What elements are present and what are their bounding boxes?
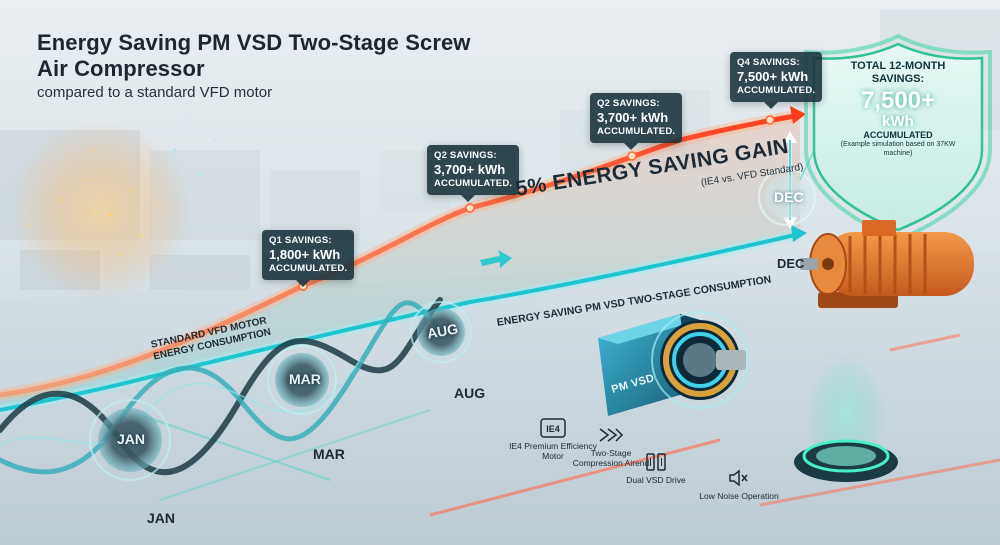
month-ring-jan: [89, 399, 171, 481]
speaker-icon: [729, 469, 748, 487]
glow-pod-illustration: [794, 355, 898, 482]
page-title: Energy Saving PM VSD Two-Stage Screw Air…: [37, 30, 471, 81]
feature-label: IE4 Premium Efficiency Motor: [509, 441, 597, 461]
standard-line-arrow: [790, 106, 806, 124]
page-subtitle: compared to a standard VFD motor: [37, 84, 273, 101]
callout-value: 7,500+ kWh: [737, 69, 809, 84]
ie4-badge-icon: IE4: [540, 418, 566, 438]
month-label-jan: JAN: [147, 510, 176, 526]
callout-label: Q4 SAVINGS:: [737, 57, 800, 68]
callout-footer: ACCUMULATED.: [737, 85, 816, 96]
ie4-badge-text: IE4: [546, 424, 560, 434]
callout-label: Q1 SAVINGS:: [269, 235, 332, 246]
two-stage-airend-icon: [599, 428, 624, 442]
feature-label: Two-Stage Compression Airend: [572, 448, 650, 468]
callout-value: 3,700+ kWh: [434, 162, 506, 177]
ring-label-dec: DEC: [774, 189, 804, 205]
month-label-mar: MAR: [313, 446, 345, 462]
month-label-dec: DEC: [777, 256, 805, 271]
total-savings-value: 7,500+: [860, 87, 936, 114]
callout-q4-savings: Q4 SAVINGS: 7,500+ kWh ACCUMULATED.: [730, 52, 823, 109]
standard-motor-illustration: [800, 220, 974, 308]
feature-label: Dual VSD Drive: [626, 475, 686, 485]
total-savings-unit: kWh: [882, 113, 914, 130]
pm-line-arrow: [791, 225, 807, 242]
total-savings-badge: TOTAL 12-MONTH SAVINGS: 7,500+ kWh ACCUM…: [828, 60, 968, 158]
month-ring-dec: [758, 168, 816, 226]
callout-footer: ACCUMULATED.: [434, 178, 513, 189]
feature-label: Low Noise Operation: [699, 491, 779, 501]
callout-footer: ACCUMULATED.: [269, 263, 348, 274]
pm-vsd-module-illustration: [598, 311, 749, 416]
callout-label: Q2 SAVINGS:: [434, 150, 497, 161]
callout-q2-savings-first: Q2 SAVINGS: 3,700+ kWh ACCUMULATED.: [427, 145, 520, 202]
month-ring-aug: [410, 301, 472, 363]
total-savings-accumulated: ACCUMULATED: [863, 130, 933, 140]
feature-two-stage-airend: Two-Stage Compression Airend: [566, 425, 656, 468]
ring-label-jan: JAN: [117, 431, 146, 447]
total-savings-label: TOTAL 12-MONTH SAVINGS:: [850, 60, 946, 85]
feature-ie4-motor: IE4 IE4 Premium Efficiency Motor: [508, 418, 598, 461]
month-label-aug: AUG: [454, 385, 486, 401]
feature-dual-vsd-drive: Dual VSD Drive: [611, 452, 701, 485]
dual-drive-icon: [646, 453, 666, 471]
total-savings-note: (Example simulation based on 37KW machin…: [840, 141, 956, 157]
feature-low-noise: Low Noise Operation: [694, 468, 784, 501]
callout-q1-savings: Q1 SAVINGS: 1,800+ kWh ACCUMULATED.: [262, 230, 355, 287]
callout-value: 1,800+ kWh: [269, 247, 341, 262]
callout-label: Q2 SAVINGS:: [597, 98, 660, 109]
month-ring-mar: [267, 345, 337, 415]
callout-q2-savings-second: Q2 SAVINGS: 3,700+ kWh ACCUMULATED.: [590, 93, 683, 150]
callout-value: 3,700+ kWh: [597, 110, 669, 125]
ring-label-mar: MAR: [289, 371, 321, 387]
callout-footer: ACCUMULATED.: [597, 126, 676, 137]
